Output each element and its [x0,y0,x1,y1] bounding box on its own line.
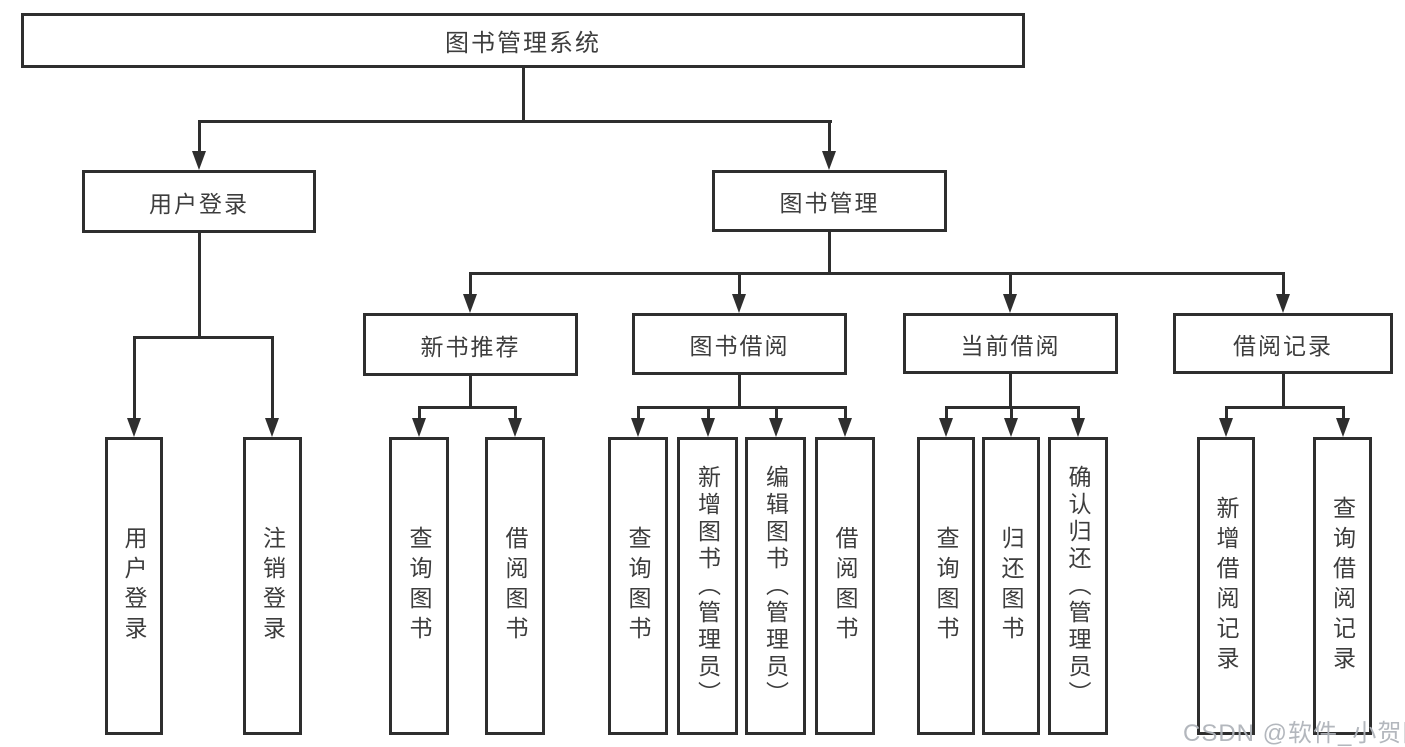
connector-drop-bw-add [707,406,710,420]
arrowhead-cu-confirm [1071,418,1085,437]
connector-drop-current [1009,272,1012,296]
arrowhead-borrow [732,294,746,313]
leaf-cu-confirm-return-admin-label: 确认归还（管理员） [1065,464,1091,708]
arrowhead-bw-add [701,418,715,437]
connector-drop-user-login [198,120,201,153]
node-new-book-recommend-label: 新书推荐 [420,333,521,360]
connector-new-books-stem [469,376,472,406]
leaf-bw-query-books-label: 查询图书 [625,526,651,646]
connector-drop-cu-return [1010,406,1013,420]
node-user-login-label: 用户登录 [149,190,249,217]
leaf-user-login-label: 用户登录 [121,526,147,646]
leaf-nb-query-books-label: 查询图书 [406,526,432,646]
arrowhead-records [1276,294,1290,313]
leaf-re-add-record-label: 新增借阅记录 [1213,496,1239,676]
csdn-watermark: CSDN @软件_小贺同学 [1183,720,1405,747]
connector-drop-book-mgmt [828,120,831,153]
connector-records-stem [1282,374,1285,406]
leaf-nb-borrow-books-label: 借阅图书 [502,526,528,646]
connector-drop-new-books [469,272,472,296]
leaf-bw-borrow-books-label: 借阅图书 [832,526,858,646]
arrowhead-bw-query [631,418,645,437]
leaf-nb-borrow-books: 借阅图书 [485,437,545,735]
leaf-bw-edit-books-admin: 编辑图书（管理员） [745,437,806,735]
arrowhead-book-mgmt [822,151,836,170]
connector-drop-bw-edit [775,406,778,420]
leaf-bw-add-books-admin-label: 新增图书（管理员） [694,464,721,708]
connector-drop-re-query [1342,406,1345,420]
arrowhead-user-login [192,151,206,170]
arrowhead-current [1003,294,1017,313]
arrowhead-re-query [1336,418,1350,437]
leaf-logout-label: 注销登录 [259,526,286,646]
arrowhead-re-add [1219,418,1233,437]
leaf-bw-borrow-books: 借阅图书 [815,437,875,735]
connector-drop-logout [271,336,274,420]
node-current-borrow-label: 当前借阅 [960,332,1061,359]
connector-new-books-rail [418,406,516,409]
connector-drop-cu-query [945,406,948,420]
node-borrow-records: 借阅记录 [1173,313,1393,374]
connector-drop-cu-confirm [1077,406,1080,420]
node-borrow-records-label: 借阅记录 [1233,332,1333,359]
connector-drop-re-add [1225,406,1228,420]
node-book-management: 图书管理 [712,170,947,232]
leaf-nb-query-books: 查询图书 [389,437,449,735]
leaf-bw-edit-books-admin-label: 编辑图书（管理员） [762,464,789,708]
arrowhead-nb-borrow [508,418,522,437]
connector-records-rail [1225,406,1344,409]
root-node-library-system: 图书管理系统 [21,13,1025,68]
arrowhead-bw-borrow [838,418,852,437]
connector-drop-login [133,336,136,420]
arrowhead-nb-query [412,418,426,437]
connector-user-login-rail [133,336,274,339]
leaf-cu-return-books: 归还图书 [982,437,1040,735]
connector-drop-records [1282,272,1285,296]
root-node-label: 图书管理系统 [445,30,601,57]
node-book-borrow-label: 图书借阅 [689,333,790,359]
arrowhead-logout [265,418,279,437]
leaf-user-login: 用户登录 [105,437,163,735]
node-book-borrow: 图书借阅 [632,313,847,375]
node-new-book-recommend: 新书推荐 [363,313,578,376]
connector-root-stem [522,68,525,120]
arrowhead-cu-query [939,418,953,437]
node-book-management-label: 图书管理 [779,190,880,216]
connector-user-login-stem [198,233,201,336]
arrowhead-new-books [463,294,477,313]
connector-drop-bw-query [637,406,640,420]
leaf-cu-return-books-label: 归还图书 [998,526,1024,646]
connector-book-borrow-rail [637,406,846,409]
connector-root-rail [198,120,832,123]
connector-drop-bw-borrow [844,406,847,420]
connector-drop-nb-borrow [514,406,517,420]
node-current-borrow: 当前借阅 [903,313,1118,374]
connector-current-stem [1009,374,1012,406]
connector-drop-borrow [738,272,741,296]
leaf-re-query-record-label: 查询借阅记录 [1329,496,1356,676]
connector-book-borrow-stem [738,375,741,406]
leaf-cu-query-books: 查询图书 [917,437,975,735]
connector-drop-nb-query [418,406,421,420]
leaf-re-query-record: 查询借阅记录 [1313,437,1372,735]
connector-book-mgmt-rail [469,272,1284,275]
node-user-login: 用户登录 [82,170,316,233]
connector-book-mgmt-stem [828,232,831,272]
arrowhead-login [127,418,141,437]
leaf-bw-query-books: 查询图书 [608,437,668,735]
arrowhead-bw-edit [769,418,783,437]
leaf-cu-confirm-return-admin: 确认归还（管理员） [1048,437,1108,735]
leaf-cu-query-books-label: 查询图书 [933,526,959,646]
arrowhead-cu-return [1004,418,1018,437]
leaf-bw-add-books-admin: 新增图书（管理员） [677,437,738,735]
leaf-re-add-record: 新增借阅记录 [1197,437,1255,735]
leaf-logout: 注销登录 [243,437,302,735]
